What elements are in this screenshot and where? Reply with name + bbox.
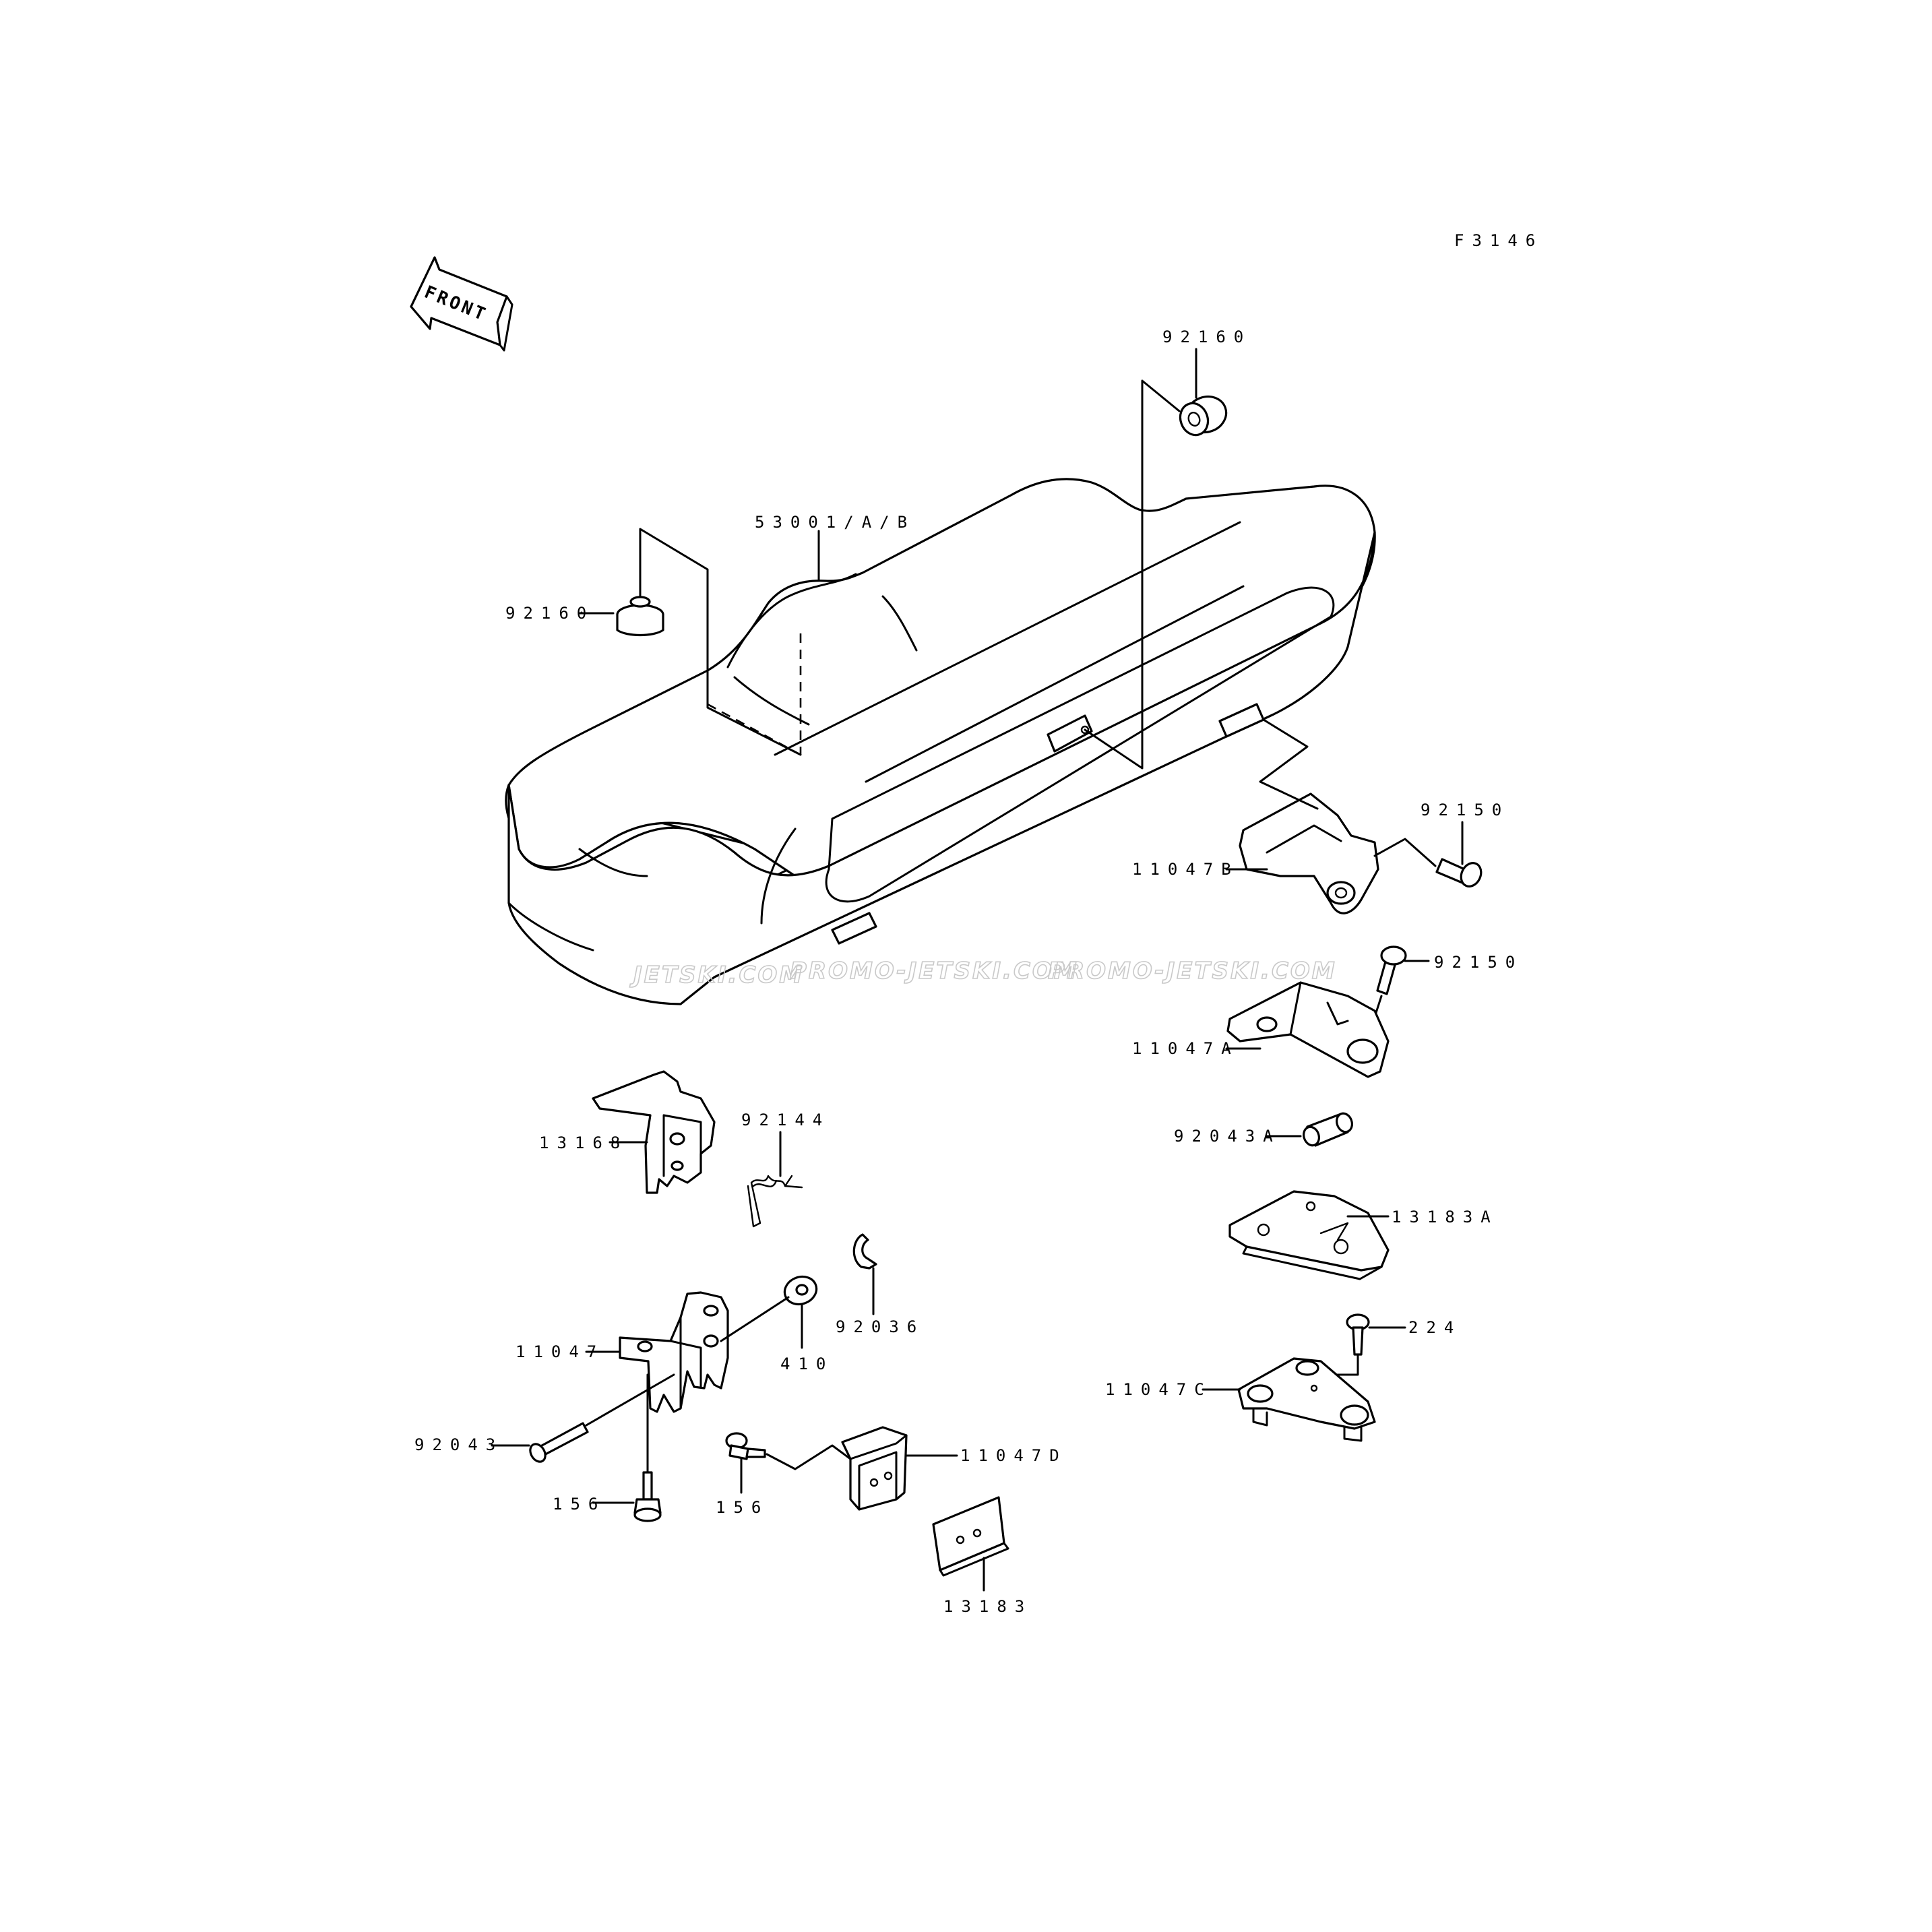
bolt-156-b-install-line — [766, 1444, 852, 1470]
damper-left-install-line — [639, 528, 802, 756]
washer-drawing — [783, 1275, 818, 1306]
hook-b-install-line — [1259, 718, 1319, 810]
screw-224-label: 224 — [1408, 1318, 1462, 1337]
bracket-d-label: 11047D — [960, 1446, 1067, 1465]
plate-c-label: 11047C — [1105, 1380, 1212, 1399]
clip-drawing — [852, 1233, 877, 1270]
collar-a-drawing — [1303, 1112, 1353, 1147]
bolt-156-a-drawing — [633, 1471, 662, 1522]
seat-label: 53001/A/B — [755, 513, 915, 532]
pin-drawing — [529, 1422, 589, 1463]
screw-224-drawing — [1346, 1313, 1370, 1356]
damper-top-label: 92160 — [1162, 328, 1251, 346]
damper-left-drawing — [616, 596, 664, 637]
bracket-install-line-washer — [720, 1296, 790, 1342]
bolt-92150-b-drawing — [1376, 945, 1407, 995]
seat-drawing — [505, 478, 1376, 1005]
front-arrow-icon: FRONT — [410, 256, 513, 352]
pad-drawing — [932, 1496, 1009, 1577]
hook-b-drawing — [1239, 792, 1379, 914]
collar-a-label: 92043A — [1174, 1127, 1281, 1146]
damper-top-install-line — [1084, 379, 1181, 770]
pin-install-line — [585, 1373, 675, 1427]
figure-code: F3146 — [1454, 231, 1543, 250]
spring-label: 92144 — [741, 1111, 830, 1129]
spring-drawing — [747, 1175, 803, 1228]
clip-label: 92036 — [836, 1317, 925, 1336]
bolt-156-b-drawing — [725, 1432, 766, 1460]
hook-a-drawing — [1226, 981, 1390, 1078]
bolt-92150-b-label: 92150 — [1434, 953, 1523, 972]
pad-a-drawing — [1228, 1190, 1390, 1280]
bolt-156-a-label: 156 — [553, 1495, 606, 1514]
lock-plate-label: 13168 — [539, 1133, 628, 1152]
bolt-156-b-label: 156 — [716, 1498, 769, 1517]
bolt-92150-a-install-line — [1373, 838, 1437, 867]
watermark-3: PROMO-JETSKI.COM — [1048, 958, 1337, 985]
watermark-1: JETSKI.COM — [629, 962, 804, 989]
hook-a-label: 11047A — [1132, 1039, 1239, 1058]
pad-a-label: 13183A — [1392, 1208, 1499, 1226]
pad-label: 13183 — [943, 1597, 1032, 1616]
hook-b-label: 11047B — [1132, 860, 1239, 879]
bolt-92150-a-drawing — [1435, 858, 1483, 887]
damper-left-label: 92160 — [505, 604, 594, 623]
lock-plate-drawing — [592, 1070, 716, 1194]
damper-top-drawing — [1179, 395, 1228, 437]
pin-label: 92043 — [414, 1435, 503, 1454]
plate-c-drawing — [1237, 1357, 1376, 1442]
bracket-d-drawing — [841, 1426, 908, 1511]
watermark-2: PROMO-JETSKI.COM — [790, 958, 1079, 985]
bracket-drawing — [619, 1291, 729, 1413]
washer-label: 410 — [780, 1354, 834, 1373]
bolt-92150-a-label: 92150 — [1421, 801, 1509, 819]
bracket-label: 11047 — [516, 1342, 604, 1361]
